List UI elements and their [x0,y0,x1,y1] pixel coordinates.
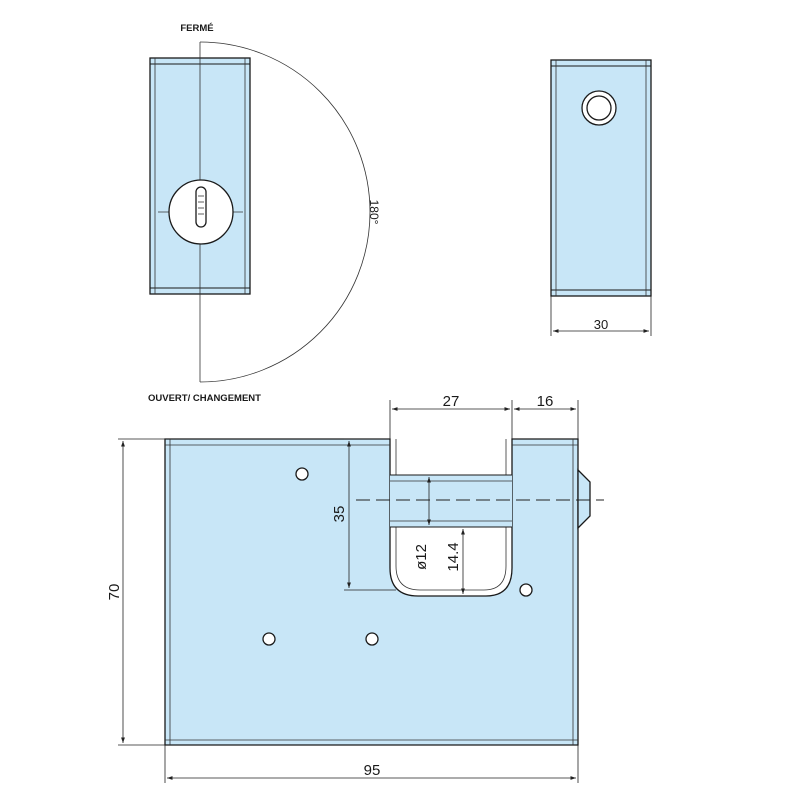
front-key-view: FERMÉ OUVERT/ CHANGEMENT 180° [148,23,381,404]
bolt-protrusion [577,468,591,530]
mounting-hole [519,583,533,597]
side-view: 30 [550,59,652,336]
dim-shackle-depth: 35 [331,506,348,523]
mounting-hole [365,632,379,646]
keyway-slot [195,186,207,228]
dim-shackle-thickness: 16 [537,393,554,410]
locking-pin [390,475,512,527]
rotation-label: 180° [367,200,381,225]
closed-label: FERMÉ [180,23,213,34]
main-view: 27 16 35 ø12 14.4 70 95 [106,393,604,783]
mounting-hole [295,467,309,481]
dim-height: 70 [106,584,123,601]
dim-width: 95 [364,762,381,779]
dim-side-width: 30 [594,317,608,332]
rotation-arc [199,41,371,383]
open-label: OUVERT/ CHANGEMENT [148,393,261,404]
side-pin-inner [586,95,612,121]
lock-main-body [164,438,579,746]
opening-inner-edge [395,439,507,591]
dim-shackle-gap: 27 [443,393,460,410]
dim-pin-diameter: ø12 [413,544,430,570]
mounting-hole [262,632,276,646]
dim-pin-offset: 14.4 [445,542,462,571]
